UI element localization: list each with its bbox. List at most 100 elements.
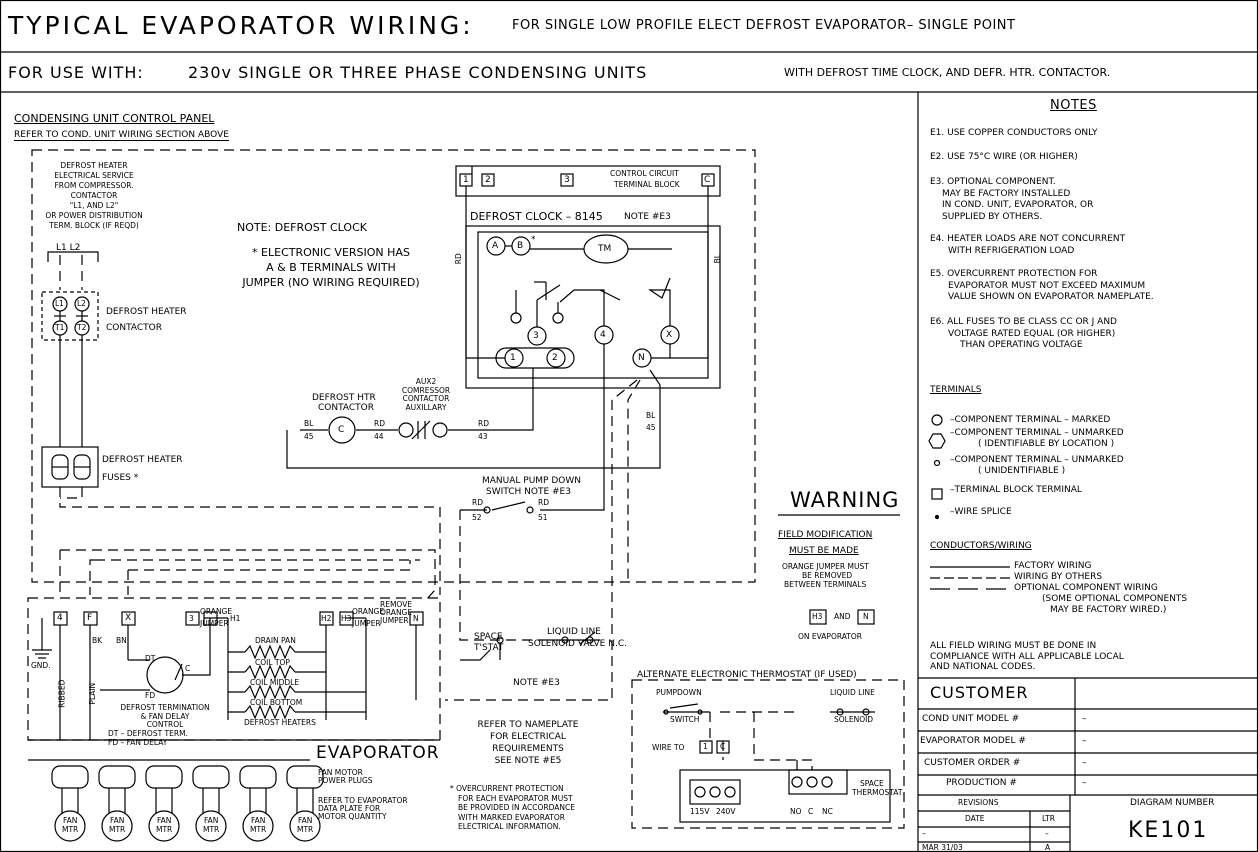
warning-n: N [863, 612, 869, 621]
timer-motor-label: TM [598, 244, 612, 254]
conductor-item: (SOME OPTIONAL COMPONENTS [1042, 594, 1188, 604]
wire-rd-52: RD [472, 498, 483, 507]
htr-contactor-label: DEFROST HTR [312, 393, 376, 403]
clock-term-b: B [517, 241, 524, 251]
note-line: SUPPLIED BY OTHERS. [942, 211, 1043, 222]
alt-no: NO [790, 807, 802, 816]
fan-plug [51, 765, 89, 789]
overcurrent-line: BE PROVIDED IN ACCORDANCE [458, 803, 575, 812]
evaporator-outline [27, 597, 441, 761]
note-line: WITH REFRIGERATION LOAD [948, 245, 1075, 256]
wire-43: 43 [478, 432, 488, 441]
refer-label: DATA PLATE FOR [318, 804, 381, 813]
ctrl-line: FD – FAN DELAY [108, 738, 168, 747]
evap-term-x: X [125, 613, 132, 623]
t2-label: T2 [77, 323, 87, 332]
alternate-thermostat-outline [631, 679, 905, 829]
fan-plug [98, 765, 136, 789]
fan-motor-icon [195, 810, 227, 842]
solenoid-label-2: SOLENOID VALVE N.C. [528, 639, 627, 649]
ribbed-label: RIBBED [57, 679, 67, 708]
conductors-title: CONDUCTORS/WIRING [930, 541, 1032, 551]
ctrl-line: DT – DEFROST TERM. [108, 729, 188, 738]
plugs-label: FAN MOTOR [318, 768, 363, 777]
evaporator-model-label: EVAPORATOR MODEL # [920, 736, 1026, 746]
htr-contactor-coil [328, 416, 448, 444]
note-item: E3. OPTIONAL COMPONENT.MAY BE FACTORY IN… [930, 177, 1093, 223]
evap-term-h1: H1 [230, 614, 241, 623]
nameplate-line: SEE NOTE #E5 [494, 756, 562, 766]
evaporator-model-value: – [1082, 736, 1087, 746]
note-item: E2. USE 75°C WIRE (OR HIGHER) [930, 152, 1078, 164]
note-line: E6. ALL FUSES TO BE CLASS CC OR J AND [930, 317, 1117, 327]
dt-label: DT [145, 654, 156, 663]
defrost-control-label: DEFROST TERMINATION & FAN DELAY CONTROL [100, 703, 230, 730]
plain-label: PLAIN [88, 682, 98, 705]
c-label: C [185, 664, 191, 673]
service-note-line: FROM COMPRESSOR. [54, 181, 134, 190]
note-line: E2. USE 75°C WIRE (OR HIGHER) [930, 152, 1078, 162]
fuses-label-2: FUSES * [102, 473, 139, 483]
warning-line: FIELD MODIFICATION [778, 530, 873, 540]
overcurrent-line: FOR EACH EVAPORATOR MUST [458, 793, 573, 803]
warning-and: AND [834, 612, 851, 621]
service-note-line: OR POWER DISTRIBUTION [45, 211, 143, 220]
fd-label: FD [145, 691, 156, 700]
ctrl-line: & FAN DELAY [140, 711, 190, 721]
defrost-heater-fuses [41, 446, 99, 488]
warning-line: MUST BE MADE [789, 546, 859, 556]
aux-line: AUXILLARY [405, 402, 447, 412]
evaporator-label: EVAPORATOR [316, 743, 440, 763]
note-line: E4. HEATER LOADS ARE NOT CONCURRENT [930, 234, 1126, 244]
nameplate-note: REFER TO NAMEPLATE FOR ELECTRICAL REQUIR… [458, 719, 598, 767]
note-line: EVAPORATOR MUST NOT EXCEED MAXIMUM [948, 280, 1146, 291]
wire-51: 51 [538, 513, 548, 522]
fan-motor-icon [242, 810, 274, 842]
fuse-feed-wiring [59, 487, 441, 595]
fan-plug [286, 765, 324, 789]
wire-rd-44: RD [374, 419, 385, 428]
jumper-label-2: JUMPER [352, 619, 381, 628]
tb-label-2: TERMINAL BLOCK [614, 180, 680, 189]
alt-wire-to: WIRE TO [652, 743, 685, 752]
customer-order-label: CUSTOMER ORDER # [924, 758, 1021, 768]
service-wiring [59, 255, 83, 290]
wire-bl-label: BL [712, 254, 722, 264]
customer-order-value: – [1082, 758, 1087, 768]
aux-line: AUX2 [415, 377, 437, 386]
fan-motors [51, 765, 324, 842]
ground-symbol [32, 618, 52, 659]
clock-term-1: 1 [510, 353, 516, 363]
ctrl-line: CONTROL [146, 720, 184, 729]
cond-unit-model-value: – [1082, 714, 1087, 724]
revisions-label: REVISIONS [958, 798, 999, 807]
terminal-legend-line: –TERMINAL BLOCK TERMINAL [950, 485, 1082, 495]
page-title: TYPICAL EVAPORATOR WIRING: [8, 11, 474, 40]
drain-pan-label: DRAIN PAN [255, 636, 296, 645]
orange-label-2: ORANGE [352, 607, 385, 616]
evap-term-4: 4 [57, 613, 63, 623]
alt-tstat-wiring [709, 711, 813, 770]
conductor-item: FACTORY WIRING [1014, 561, 1092, 571]
terminal-legend-symbols [928, 414, 946, 520]
use-suffix: WITH DEFROST TIME CLOCK, AND DEFR. HTR. … [784, 66, 1111, 79]
fan-motor-icon [54, 810, 86, 842]
nameplate-line: REFER TO NAMEPLATE [477, 720, 579, 730]
rev-ltr: – [1045, 829, 1049, 838]
note-line: E3. OPTIONAL COMPONENT. [930, 177, 1056, 187]
contactor-label: DEFROST HEATER [106, 307, 187, 317]
evap-term-n: N [413, 614, 419, 623]
aux-line: CONTACTOR [402, 394, 450, 403]
clock-term-x: X [666, 330, 673, 340]
tb-terminal-c: C [704, 175, 711, 185]
fan-label: FAN [298, 816, 313, 825]
tb-terminal-1: 1 [463, 175, 469, 185]
date-header: DATE [965, 814, 985, 823]
service-note-line: "L1, AND L2" [69, 201, 119, 210]
defrost-clock-outline [465, 166, 721, 389]
control-wiring [286, 344, 661, 511]
service-note-line: TERM. BLOCK (IF REQD) [49, 221, 139, 230]
alt-c: C [808, 807, 814, 816]
fan-label: FAN [63, 816, 78, 825]
